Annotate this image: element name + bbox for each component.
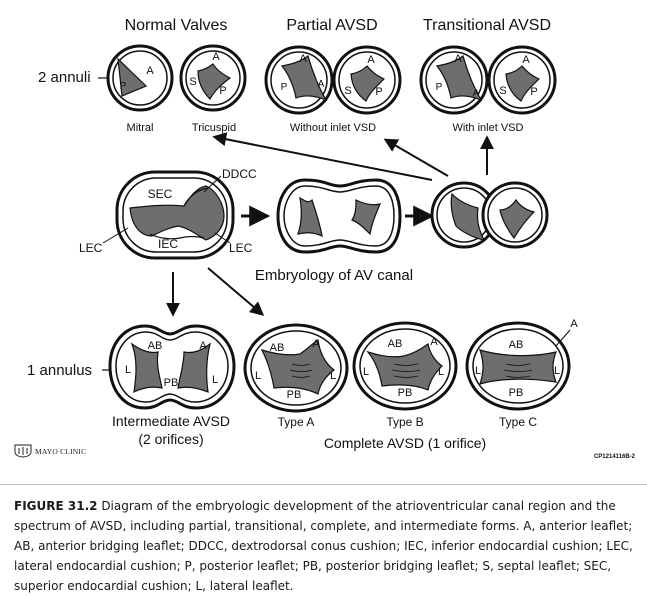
tricuspid-letter-s: S	[189, 76, 196, 88]
complete-avsd-title: Complete AVSD (1 orifice)	[324, 435, 486, 451]
header-normal-valves: Normal Valves	[125, 17, 228, 34]
complete-avsd-type-c: AB A L L PB	[465, 318, 578, 411]
caption-divider	[0, 484, 647, 485]
primitive-av-canal: SEC IEC DDCC LEC LEC	[79, 167, 257, 260]
arrow-to-complete-avsd	[207, 267, 265, 316]
type-c-letter-l-left: L	[475, 365, 481, 377]
type-c-letter-pb: PB	[509, 387, 524, 399]
transitional-letter-s: S	[499, 85, 506, 97]
complete-avsd-type-a: AB A L L PB	[243, 323, 349, 413]
cushion-label-ddcc: DDCC	[222, 167, 257, 181]
transitional-caption: With inlet VSD	[453, 122, 524, 134]
tricuspid-orifice	[197, 63, 232, 100]
cushion-label-sec: SEC	[148, 187, 173, 201]
transitional-letter-p-right: P	[530, 86, 537, 98]
transitional-letter-a-left: A	[454, 53, 462, 65]
intermediate-letter-a: A	[199, 340, 207, 352]
type-c-letter-a: A	[570, 318, 578, 330]
transitional-left-orifice	[435, 54, 483, 102]
partial-left-orifice	[280, 54, 328, 102]
figure-code: CP1214116B-2	[594, 454, 636, 460]
dividing-av-canal	[276, 178, 402, 254]
type-b-letter-pb: PB	[398, 387, 413, 399]
intermediate-letter-l-left: L	[125, 364, 131, 376]
intermediate-subtitle: (2 orifices)	[138, 431, 203, 447]
mayo-shield-icon	[14, 444, 32, 458]
mayo-clinic-logo-text: MAYO CLINIC	[35, 446, 87, 456]
figure-caption: FIGURE 31.2 Diagram of the embryologic d…	[14, 496, 636, 596]
partial-letter-p-right: P	[375, 86, 382, 98]
diagram-canvas: Normal Valves Partial AVSD Transitional …	[27, 17, 636, 460]
type-b-letter-a: A	[430, 336, 438, 348]
tricuspid-letter-a: A	[212, 51, 220, 63]
mitral-letter-a: A	[146, 65, 154, 77]
transitional-letter-p-left: P	[436, 82, 443, 93]
type-a-letter-l-left: L	[255, 370, 261, 382]
figure-caption-label: FIGURE 31.2	[14, 499, 98, 513]
mitral-valve: A P	[106, 44, 174, 112]
type-a-letter-l-right: L	[330, 370, 336, 382]
complete-avsd-type-b: AB A L L PB	[352, 321, 458, 411]
tricuspid-caption: Tricuspid	[192, 122, 236, 134]
tricuspid-letter-p: P	[219, 85, 226, 97]
type-b-caption: Type B	[386, 415, 423, 429]
partial-letter-a-left: A	[299, 53, 307, 65]
type-b-letter-ab: AB	[388, 338, 403, 350]
mayo-clinic-logo: MAYO CLINIC	[14, 443, 86, 459]
arrow-to-partial-avsd	[383, 138, 449, 177]
type-a-caption: Type A	[278, 415, 315, 429]
header-transitional-avsd: Transitional AVSD	[423, 17, 551, 34]
figure-caption-text: Diagram of the embryologic development o…	[14, 499, 633, 593]
type-a-letter-ab: AB	[270, 342, 285, 354]
type-c-letter-ab: AB	[509, 339, 524, 351]
intermediate-letter-pb: PB	[164, 377, 179, 389]
partial-letter-p-left: P	[281, 82, 288, 93]
transitional-letter-a-cleft: A	[473, 88, 480, 99]
intermediate-avsd-valve: AB A L PB L	[108, 324, 236, 410]
mitral-caption: Mitral	[127, 122, 154, 134]
embryology-title: Embryology of AV canal	[255, 267, 413, 284]
transitional-avsd-valves: A P A A S P	[419, 45, 557, 115]
partial-letter-a-cleft: A	[318, 79, 325, 90]
mitral-orifice	[117, 57, 148, 97]
partial-avsd-valves: A P A A S P	[264, 45, 402, 115]
type-c-caption: Type C	[499, 415, 537, 429]
mitral-letter-p: P	[120, 81, 127, 92]
separated-av-canal	[430, 181, 549, 249]
intermediate-letter-ab: AB	[148, 340, 163, 352]
intermediate-title: Intermediate AVSD	[112, 413, 230, 429]
partial-caption: Without inlet VSD	[290, 122, 376, 134]
header-partial-avsd: Partial AVSD	[286, 17, 377, 34]
avsd-diagram: Normal Valves Partial AVSD Transitional …	[27, 17, 636, 460]
type-b-letter-l-left: L	[363, 366, 369, 378]
type-a-letter-pb: PB	[287, 389, 302, 401]
type-a-letter-a: A	[312, 338, 320, 350]
partial-letter-s: S	[344, 85, 351, 97]
partial-letter-a-right: A	[367, 54, 375, 66]
row-label-2-annuli: 2 annuli	[38, 69, 91, 86]
type-b-letter-l-right: L	[438, 366, 444, 378]
intermediate-letter-l-right: L	[212, 374, 218, 386]
transitional-letter-a-right: A	[522, 54, 530, 66]
row-label-1-annulus: 1 annulus	[27, 362, 92, 379]
partial-right-orifice	[350, 65, 386, 102]
arrow-to-normal-valves	[212, 132, 433, 181]
cushion-label-lec-left: LEC	[79, 241, 103, 255]
cushion-label-iec: IEC	[158, 237, 178, 251]
tricuspid-valve: A S P	[179, 44, 247, 112]
cushion-label-lec-right: LEC	[229, 241, 253, 255]
transitional-right-orifice	[505, 65, 541, 102]
type-c-letter-l-right: L	[554, 365, 560, 377]
